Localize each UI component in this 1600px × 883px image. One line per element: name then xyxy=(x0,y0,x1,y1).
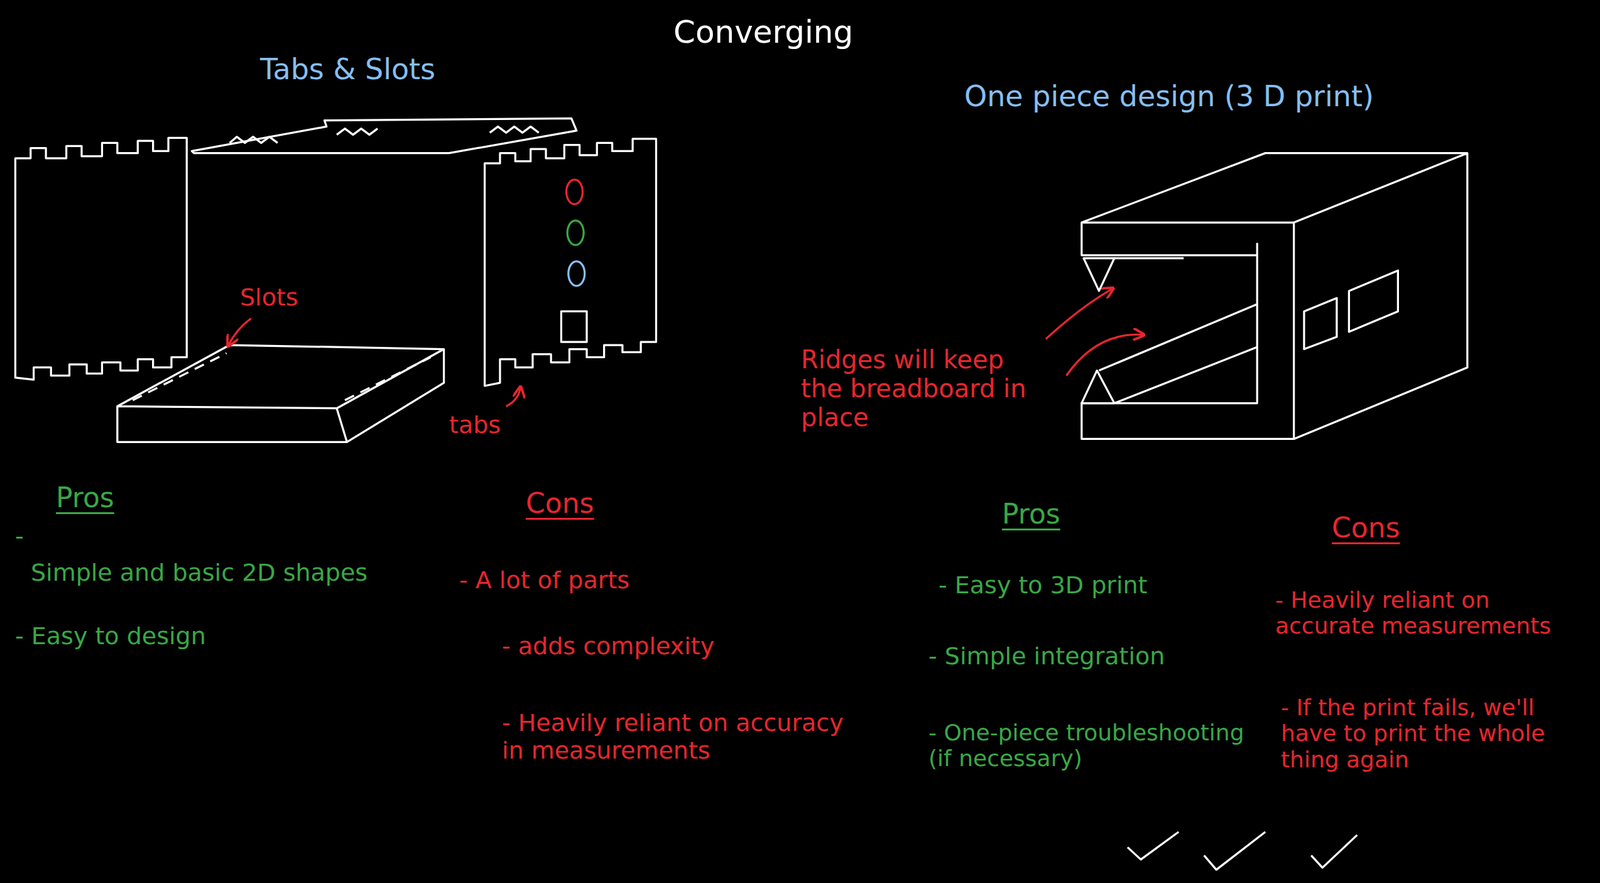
list-item: - Heavily reliant on accuracy in measure… xyxy=(501,709,854,764)
leader-arrow xyxy=(506,387,521,406)
leader-arrow xyxy=(1066,334,1143,376)
slot-lines xyxy=(132,353,431,401)
lid-notches xyxy=(229,126,539,143)
list-item: - Easy to 3D print xyxy=(938,571,1148,600)
side-panel xyxy=(15,137,187,380)
side-panel xyxy=(484,138,657,386)
lid-panel xyxy=(191,118,577,153)
list-item: - One-piece troubleshooting (if necessar… xyxy=(928,719,1271,772)
section-heading: Tabs & Slots xyxy=(260,52,436,87)
list-item: - A lot of parts xyxy=(459,566,630,595)
led-hole xyxy=(566,179,583,205)
list-item: - If the print fails, we'll have to prin… xyxy=(1280,694,1577,773)
list-item: - Easy to design xyxy=(15,622,207,651)
annotation-note: Ridges will keep the breadboard in place xyxy=(800,344,1040,432)
page-title: Converging xyxy=(673,14,854,51)
list-item: - adds complexity xyxy=(501,632,715,661)
led-hole xyxy=(568,261,585,286)
check-mark xyxy=(1311,834,1357,868)
interior-lines xyxy=(1098,258,1258,404)
port-cutout xyxy=(1304,270,1398,349)
list-dash: - xyxy=(15,522,24,551)
section-heading: One piece design (3 D print) xyxy=(964,79,1374,114)
check-mark xyxy=(1204,831,1266,870)
part-label: tabs xyxy=(449,411,501,440)
enclosure-body xyxy=(1081,153,1468,440)
list-item: - Heavily reliant on accurate measuremen… xyxy=(1275,586,1577,639)
list-item: Simple and basic 2D shapes xyxy=(30,559,368,587)
ridge xyxy=(1081,258,1115,404)
list-heading: Pros xyxy=(1001,498,1061,531)
list-item: - Simple integration xyxy=(928,642,1165,671)
button-hole xyxy=(560,310,587,342)
base-slab xyxy=(117,344,445,442)
list-heading: Cons xyxy=(525,487,594,520)
check-mark xyxy=(1127,831,1179,860)
list-heading: Pros xyxy=(55,481,115,514)
leader-arrow xyxy=(1045,288,1113,340)
led-hole xyxy=(567,220,584,245)
part-label: Slots xyxy=(239,283,299,312)
list-heading: Cons xyxy=(1331,511,1400,545)
leader-arrow xyxy=(228,318,252,345)
